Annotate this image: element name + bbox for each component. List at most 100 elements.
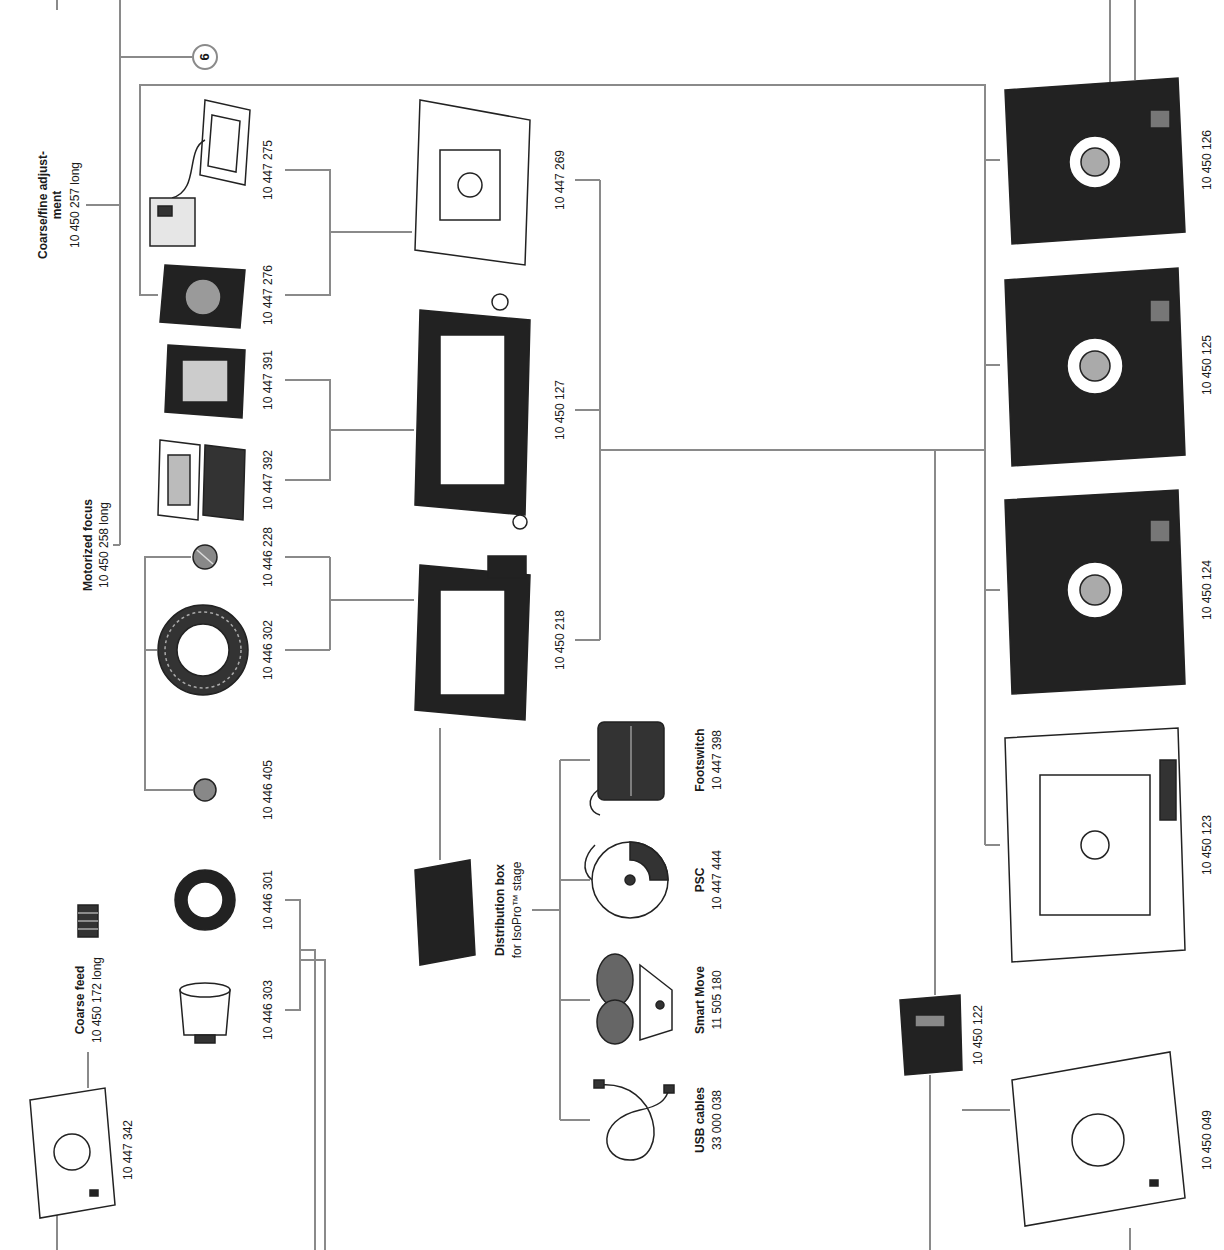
- connector-line: [285, 649, 330, 651]
- usb-cable: [664, 1085, 674, 1093]
- connector-line: [140, 85, 985, 845]
- connector-line: [985, 844, 1000, 846]
- connector-line: [599, 180, 601, 640]
- part-number: 10 450 123: [1200, 813, 1214, 877]
- coarse-feed-knob: [78, 912, 98, 914]
- part-number: 10 450 257 long: [68, 160, 82, 250]
- part-number: 10 450 122: [971, 1003, 985, 1067]
- connector-line: [145, 649, 157, 651]
- adapter-cup: [195, 1035, 215, 1043]
- psc-controller: [592, 842, 668, 918]
- insert-plate: [160, 265, 245, 328]
- psc-controller: [585, 845, 595, 880]
- footswitch: [590, 790, 600, 815]
- connector-line: [87, 1052, 89, 1088]
- connector-line: [56, 0, 58, 10]
- connector-line: [439, 728, 441, 860]
- connector-line: [560, 999, 590, 1001]
- stage: [1069, 136, 1121, 188]
- part-name: Distribution box: [493, 862, 507, 958]
- specimen-holder: [415, 310, 530, 515]
- connector-line: [329, 557, 331, 650]
- camera-adapter: [150, 100, 250, 246]
- part-name: PSC: [693, 866, 707, 895]
- filter-disk: [197, 550, 213, 564]
- connector-line: [330, 599, 414, 601]
- connector-line: [285, 380, 330, 480]
- connector-line: [575, 179, 600, 181]
- connector-line: [559, 760, 561, 1120]
- connector-line: [330, 231, 412, 233]
- camera-adapter: [208, 115, 240, 172]
- incubation-tray: [415, 100, 530, 265]
- part-number: 10 447 398: [710, 728, 724, 792]
- connector-line: [113, 544, 120, 546]
- stage-adapter: [900, 995, 962, 1075]
- part-name: USB cables: [693, 1085, 707, 1155]
- camera-adapter: [150, 198, 195, 246]
- part-name: Motorized focus: [81, 497, 95, 593]
- slide-frame: [165, 345, 245, 418]
- stage: [1067, 562, 1123, 618]
- incubation-tray: [440, 150, 500, 220]
- stage-plate: [1072, 1114, 1124, 1166]
- psc-controller: [585, 842, 668, 918]
- connector-line: [962, 1109, 1010, 1111]
- connector-line: [560, 759, 590, 761]
- smart-move-controller: [597, 954, 672, 1044]
- stage: [1080, 575, 1110, 605]
- connector-line: [560, 879, 590, 881]
- part-name: Coarse feed: [73, 964, 87, 1037]
- connector-line: [285, 900, 300, 1010]
- stage: [1005, 490, 1185, 694]
- rotating-ring: [165, 612, 241, 688]
- coarse-feed-knob: [78, 920, 98, 922]
- filter-disk: [194, 779, 216, 801]
- connector-line: [1109, 0, 1111, 82]
- stage-plate: [1012, 1052, 1185, 1226]
- part-number: 33 000 038: [710, 1088, 724, 1152]
- stage: [1160, 760, 1176, 820]
- part-number: 10 450 258 long: [97, 500, 111, 590]
- usb-cable: [594, 1080, 674, 1160]
- part-number: 10 447 444: [710, 848, 724, 912]
- stage-plate: [90, 1190, 98, 1196]
- incubation-tray: [415, 100, 530, 265]
- usb-cable: [594, 1080, 604, 1088]
- smart-move-controller: [597, 1000, 633, 1044]
- specimen-holder: [513, 515, 527, 529]
- stage: [1005, 490, 1185, 694]
- stage-adapter: [900, 995, 962, 1075]
- part-name: Coarse/fine adjust- ment: [36, 141, 64, 270]
- connector-line: [929, 1075, 931, 1250]
- stage: [1005, 268, 1185, 466]
- part-number: 10 450 126: [1200, 128, 1214, 192]
- specimen-holder: [415, 294, 530, 529]
- coarse-feed-knob: [78, 905, 98, 937]
- insert-plate: [185, 279, 221, 315]
- filter-disk: [193, 545, 217, 569]
- coarse-feed-knob: [78, 905, 98, 937]
- stage-plate: [1150, 1180, 1158, 1186]
- footswitch: [630, 726, 632, 796]
- footswitch: [598, 722, 664, 800]
- stage: [1150, 520, 1170, 542]
- connector-line: [934, 450, 936, 995]
- stage-plate: [1012, 1052, 1185, 1226]
- part-number: 10 447 391: [261, 348, 275, 412]
- specimen-holder: [440, 335, 505, 485]
- stage: [1150, 110, 1170, 128]
- connector-line: [300, 950, 315, 1250]
- camera-adapter: [172, 140, 205, 198]
- distribution-box: [415, 860, 475, 965]
- mounting-ring: [187, 882, 223, 918]
- camera-adapter: [200, 100, 250, 185]
- connector-line: [300, 960, 325, 1250]
- mounting-ring: [175, 870, 235, 930]
- rotating-ring: [158, 605, 248, 695]
- connector-line: [330, 429, 414, 431]
- specimen-holder: [440, 590, 505, 695]
- stage: [1005, 728, 1185, 962]
- part-number: 10 450 124: [1200, 558, 1214, 622]
- specimen-holder: [488, 556, 526, 578]
